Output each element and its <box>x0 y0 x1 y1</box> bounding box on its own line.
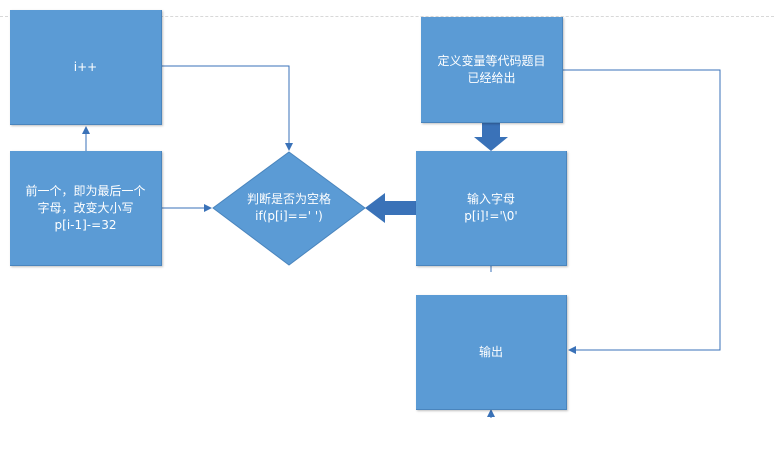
increment-to-check-connector <box>162 65 293 151</box>
increment-label: i++ <box>73 59 98 74</box>
input-label-line2: p[i]!='\0' <box>464 209 518 223</box>
define-to-input-block-arrow <box>474 123 508 151</box>
previous-label-line1: 前一个，即为最后一个 <box>25 183 146 198</box>
check-space-label: 判断是否为空格 if(p[i]==' ') <box>219 183 359 233</box>
define-label-line2: 已经给出 <box>467 70 516 85</box>
previous-label-line3: p[i-1]-=32 <box>54 217 117 232</box>
define-to-output-connector <box>563 69 721 354</box>
input-to-check-block-arrow <box>365 193 416 223</box>
define-variables-box[interactable]: 定义变量等代码题目 已经给出 <box>421 17 563 123</box>
check-space-line2: if(p[i]==' ') <box>255 209 323 223</box>
page-top-divider <box>0 16 774 17</box>
input-label-line1: 输入字母 <box>466 192 515 206</box>
check-space-line1: 判断是否为空格 <box>246 192 331 206</box>
previous-label-line2: 字母，改变大小写 <box>37 200 134 215</box>
decision-diamond[interactable] <box>212 151 366 266</box>
define-label-line1: 定义变量等代码题目 <box>437 53 546 68</box>
output-box[interactable]: 输出 <box>416 295 567 410</box>
output-label: 输出 <box>478 344 503 359</box>
input-letter-box[interactable]: 输入字母 p[i]!='\0' <box>416 151 567 266</box>
previous-letter-box[interactable]: 前一个，即为最后一个 字母，改变大小写 p[i-1]-=32 <box>10 151 162 266</box>
increment-box[interactable]: i++ <box>10 10 162 125</box>
